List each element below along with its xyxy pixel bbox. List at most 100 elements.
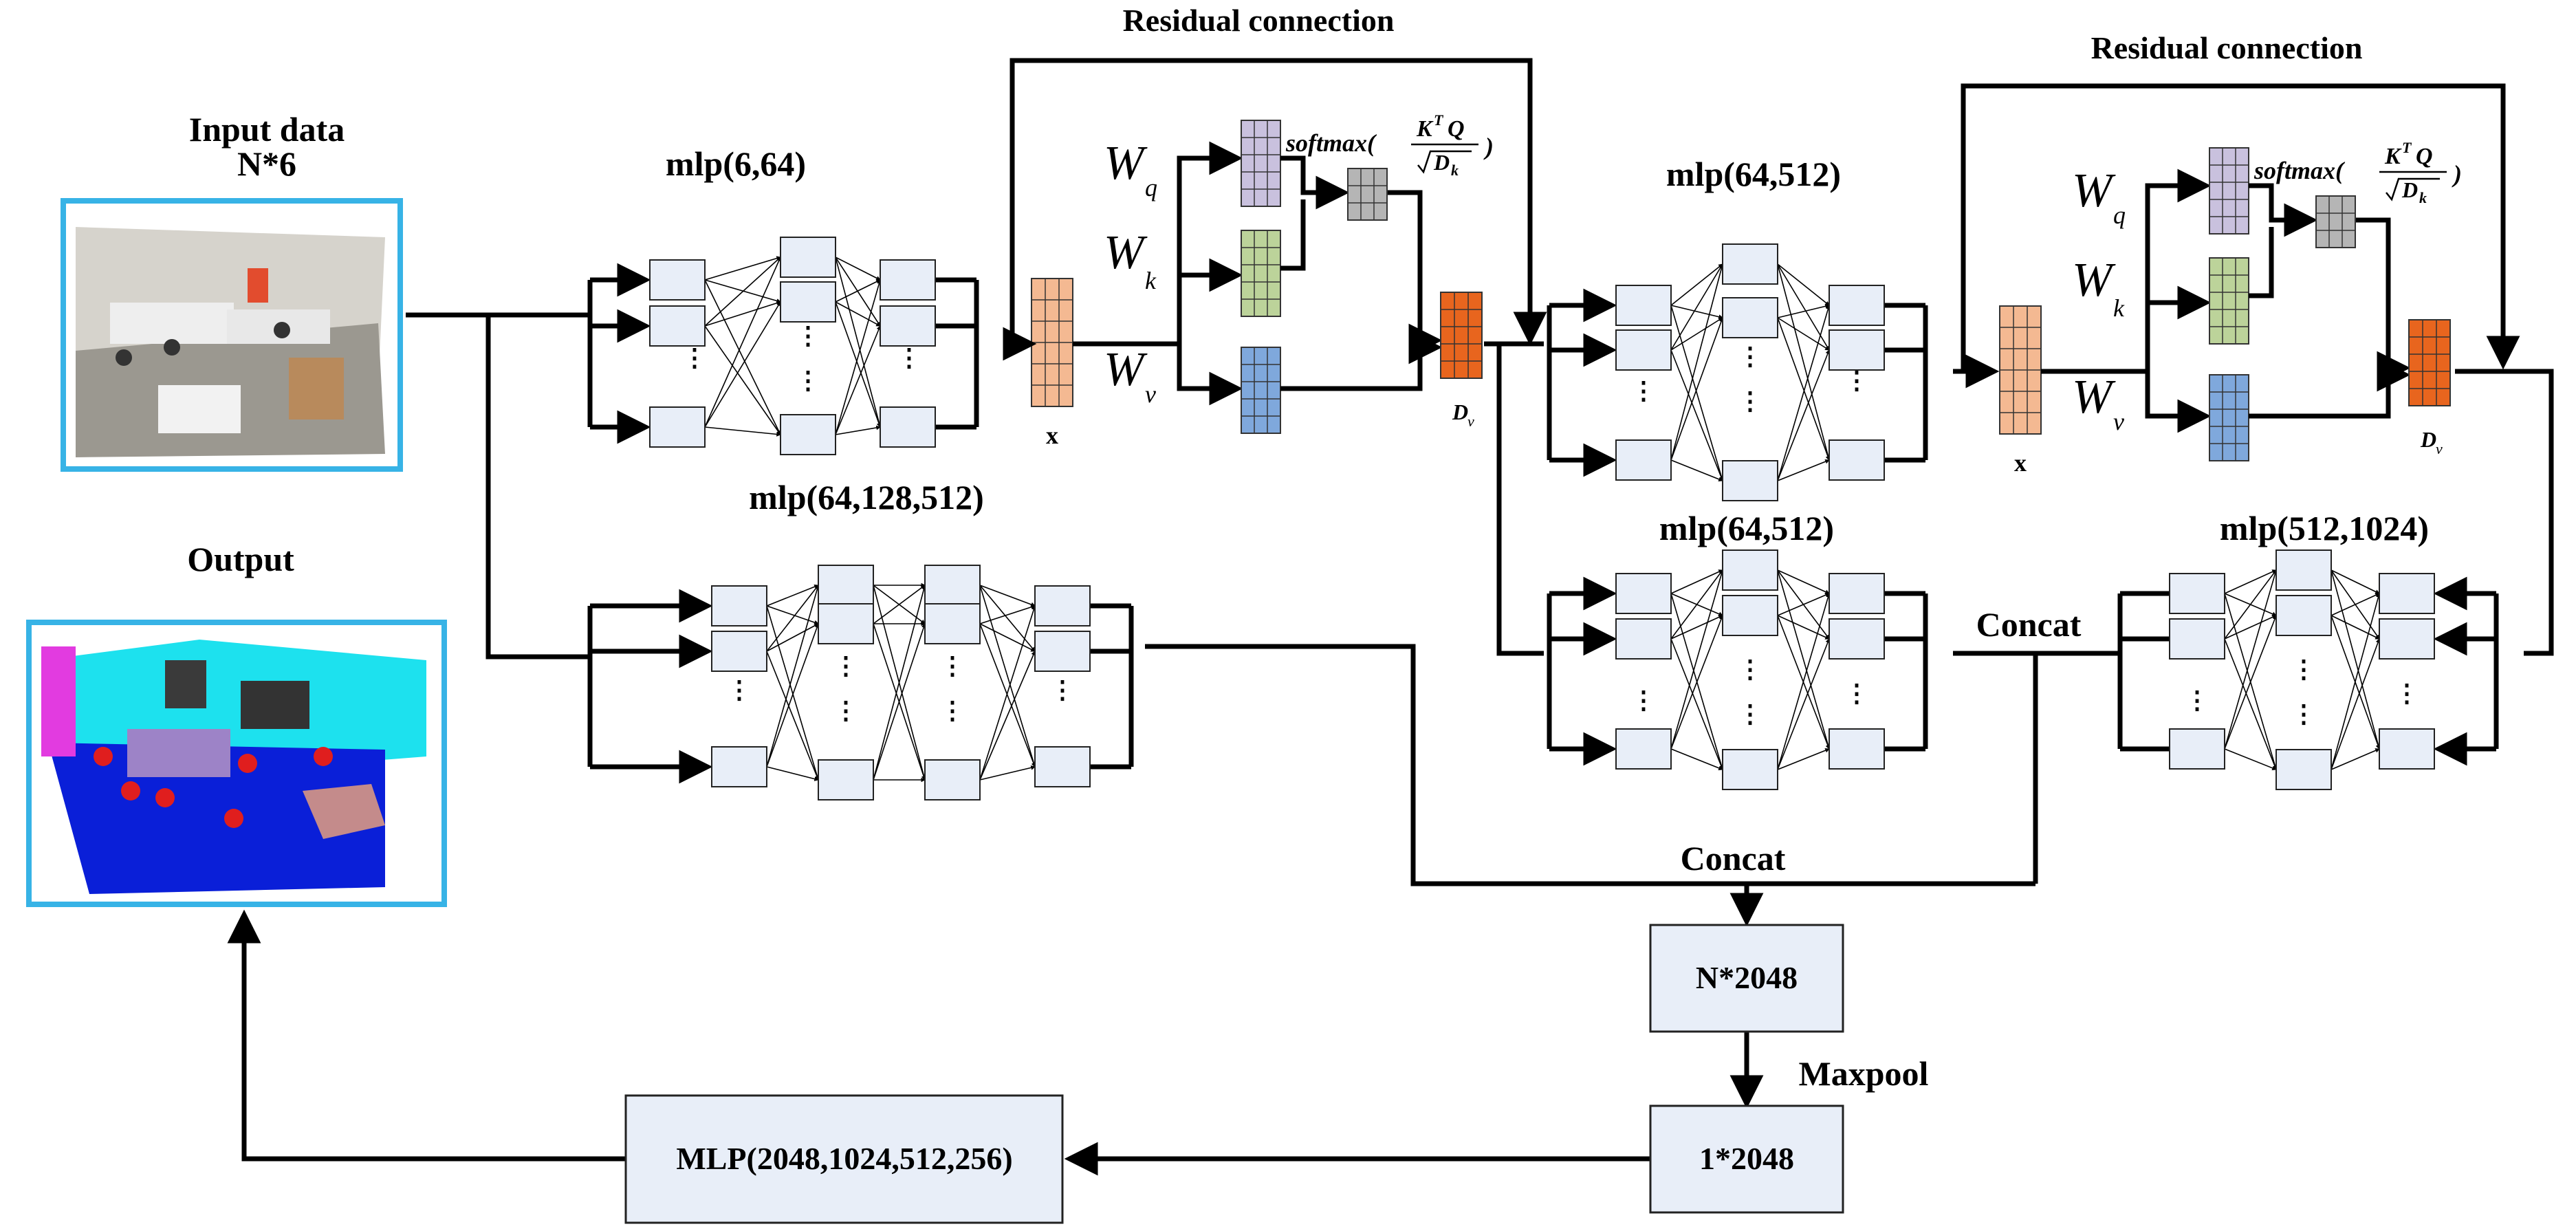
network-edge [1670,638,1724,770]
ellipsis-mark: ⋮ [796,322,820,349]
network-node [780,237,836,278]
network-node [2275,549,2332,591]
network-edge [1670,317,1723,351]
network-edge [766,623,819,652]
network-edge [1777,748,1830,770]
input-data-panel: Input data N*6 [61,110,403,472]
mlp1-label: mlp(6,64) [666,144,806,183]
dv-matrix [1440,292,1483,379]
ellipsis-mark: ⋮ [1844,679,1869,707]
input-subtitle: N*6 [237,144,296,183]
q-to-scores-line [2249,183,2318,237]
residual-connection-label: Residual connection [1123,3,1395,38]
mlp4-label: mlp(64,512) [1659,509,1834,547]
network-edge [766,651,819,781]
network-edge [2331,638,2381,770]
wk-subscript: k [2113,294,2125,322]
ellipsis-mark: ⋮ [940,652,965,679]
network-edge [704,257,781,428]
ellipsis-mark: ⋮ [682,344,707,371]
network-edge [2331,569,2381,750]
dv-label: D [1452,400,1468,424]
q-to-scores-line [1280,155,1350,210]
network-edge [1777,317,1830,351]
network-edge [1670,263,1724,461]
network-edge [1777,638,1831,770]
wk-label: W [2072,254,2116,307]
key-matrix [1241,230,1281,317]
network-edge [835,257,882,428]
network-edge [979,765,1036,781]
mlp4-network: ⋮⋮⋮⋮ [1547,549,1928,790]
residual-connection-2-line [1961,83,2520,371]
sqrt-symbol [2386,177,2440,201]
output-segmented-scene-image [34,628,439,899]
network-edge [2224,569,2278,750]
ellipsis-mark: ⋮ [2291,655,2316,683]
x-matrix [1031,278,1073,407]
network-edge [835,279,882,435]
input-to-mlp2-line [485,315,588,660]
network-node [1615,728,1672,770]
network-edge [2331,615,2380,640]
network-edge [1670,569,1724,750]
network-node [1829,439,1885,481]
network-edge [835,257,881,327]
network-node [1615,439,1672,481]
softmax-den-d: D [1433,150,1450,175]
network-node [1722,297,1778,338]
softmax-den-d: D [2401,177,2418,202]
network-edge [2331,593,2380,616]
mlp5-label: mlp(512,1024) [2220,509,2429,547]
softmax-num-q: Q [2416,144,2433,169]
network-edge [1670,263,1723,306]
network-node [1034,631,1091,672]
wq-subscript: q [1145,174,1157,201]
k-to-scores-line [1280,199,1306,271]
network-node [880,259,936,301]
network-edge [1670,569,1723,640]
softmax-num-sup: T [1434,111,1444,129]
query-matrix [1241,120,1281,207]
network-node [818,565,874,606]
x-label: x [1046,422,1058,449]
maxpool-label: Maxpool [1799,1054,1929,1093]
network-edge [1670,569,1723,594]
scores-to-dv-line [1388,190,1443,358]
network-node [649,406,706,448]
network-node [649,259,706,301]
one2048-label: 1*2048 [1699,1141,1794,1176]
softmax-text: softmax( [1285,129,1377,157]
wq-subscript: q [2113,201,2126,229]
n2048-box [1649,924,1844,1033]
network-node [1722,749,1778,790]
network-edge [1670,615,1724,750]
network-edge [704,301,781,327]
network-node [1615,618,1672,660]
network-edge [2331,569,2380,594]
network-node [1615,285,1672,326]
softmax-num-k: K [1416,116,1434,142]
network-edge [2224,569,2277,594]
mlp-final-to-output-line [227,909,626,1162]
network-edge [835,301,881,327]
dv-matrix [2408,319,2451,406]
ellipsis-mark: ⋮ [796,367,820,394]
ellipsis-mark: ⋮ [833,652,858,679]
network-node [2275,749,2332,790]
network-edge [766,585,820,767]
network-edge [1777,569,1830,594]
network-node [1829,618,1885,660]
network-node [711,585,767,627]
network-edge [2224,615,2278,750]
network-node [711,631,767,672]
wv-subscript: v [2113,408,2124,435]
softmax-den-sub: k [2419,189,2427,206]
network-node [2169,728,2225,770]
mlp1-network: ⋮⋮⋮⋮ [587,237,979,455]
concat-bottom-label: Concat [1681,839,1786,878]
network-edge [704,325,781,435]
network-edge [979,604,1036,624]
ellipsis-mark: ⋮ [1738,655,1762,683]
